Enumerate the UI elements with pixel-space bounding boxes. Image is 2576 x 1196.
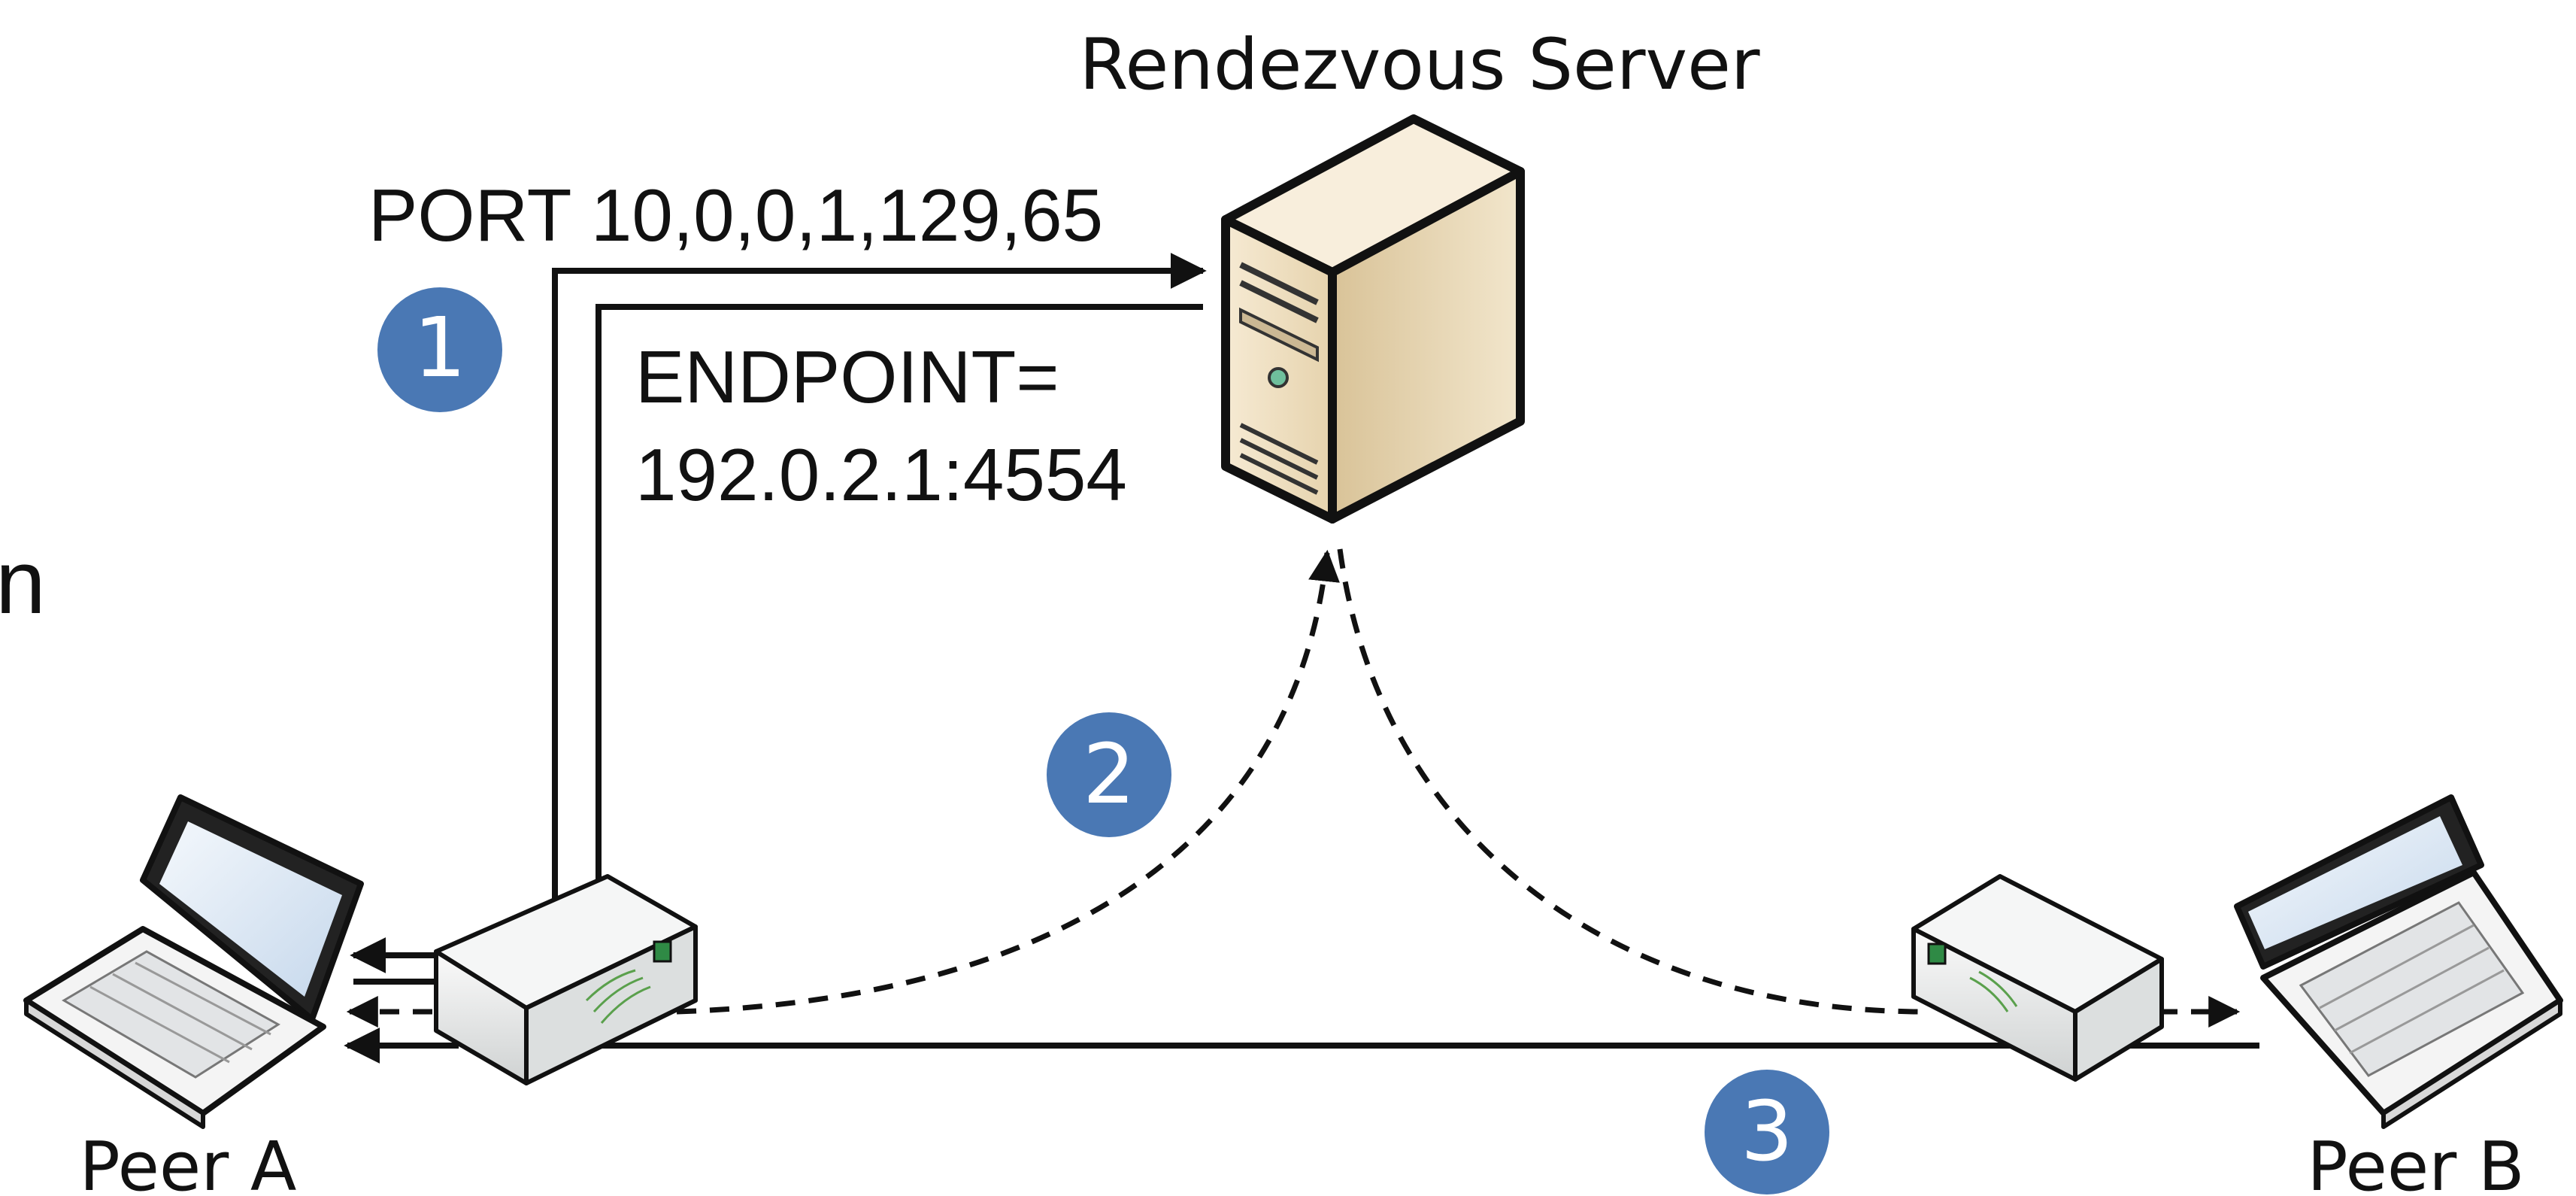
step-1-exchange xyxy=(552,253,1207,906)
server-to-peer-b-dashed xyxy=(1337,548,1926,1015)
port-message-label: PORT 10,0,0,1,129,65 xyxy=(368,174,1103,257)
laptop-icon xyxy=(2234,794,2563,1129)
peer-a-label: Peer A xyxy=(80,1128,297,1196)
nat-router-icon xyxy=(434,874,698,1085)
step-badge-label: 3 xyxy=(1741,1083,1793,1179)
step-badge-label: 2 xyxy=(1083,726,1135,822)
step-2-hole-punch-paths xyxy=(346,548,2241,1028)
server-label: Rendezvous Server xyxy=(1079,24,1760,106)
nat-router-icon xyxy=(1911,874,2164,1082)
step-badge-1: 1 xyxy=(373,283,507,417)
peer-a-to-server-dashed xyxy=(676,549,1340,1015)
endpoint-message-line xyxy=(596,304,1203,888)
step-badge-3: 3 xyxy=(1700,1065,1834,1196)
endpoint-message-label: ENDPOINT= xyxy=(635,335,1059,418)
port-message-arrow xyxy=(552,253,1207,906)
endpoint-address-label: 192.0.2.1:4554 xyxy=(635,433,1127,516)
step-badge-2: 2 xyxy=(1042,708,1176,842)
tower-server-icon xyxy=(1221,114,1525,524)
step-badge-label: 1 xyxy=(414,299,466,396)
cropped-title-fragment: n xyxy=(0,532,46,633)
peer-b-label: Peer B xyxy=(2307,1128,2524,1196)
laptop-icon xyxy=(23,794,364,1129)
